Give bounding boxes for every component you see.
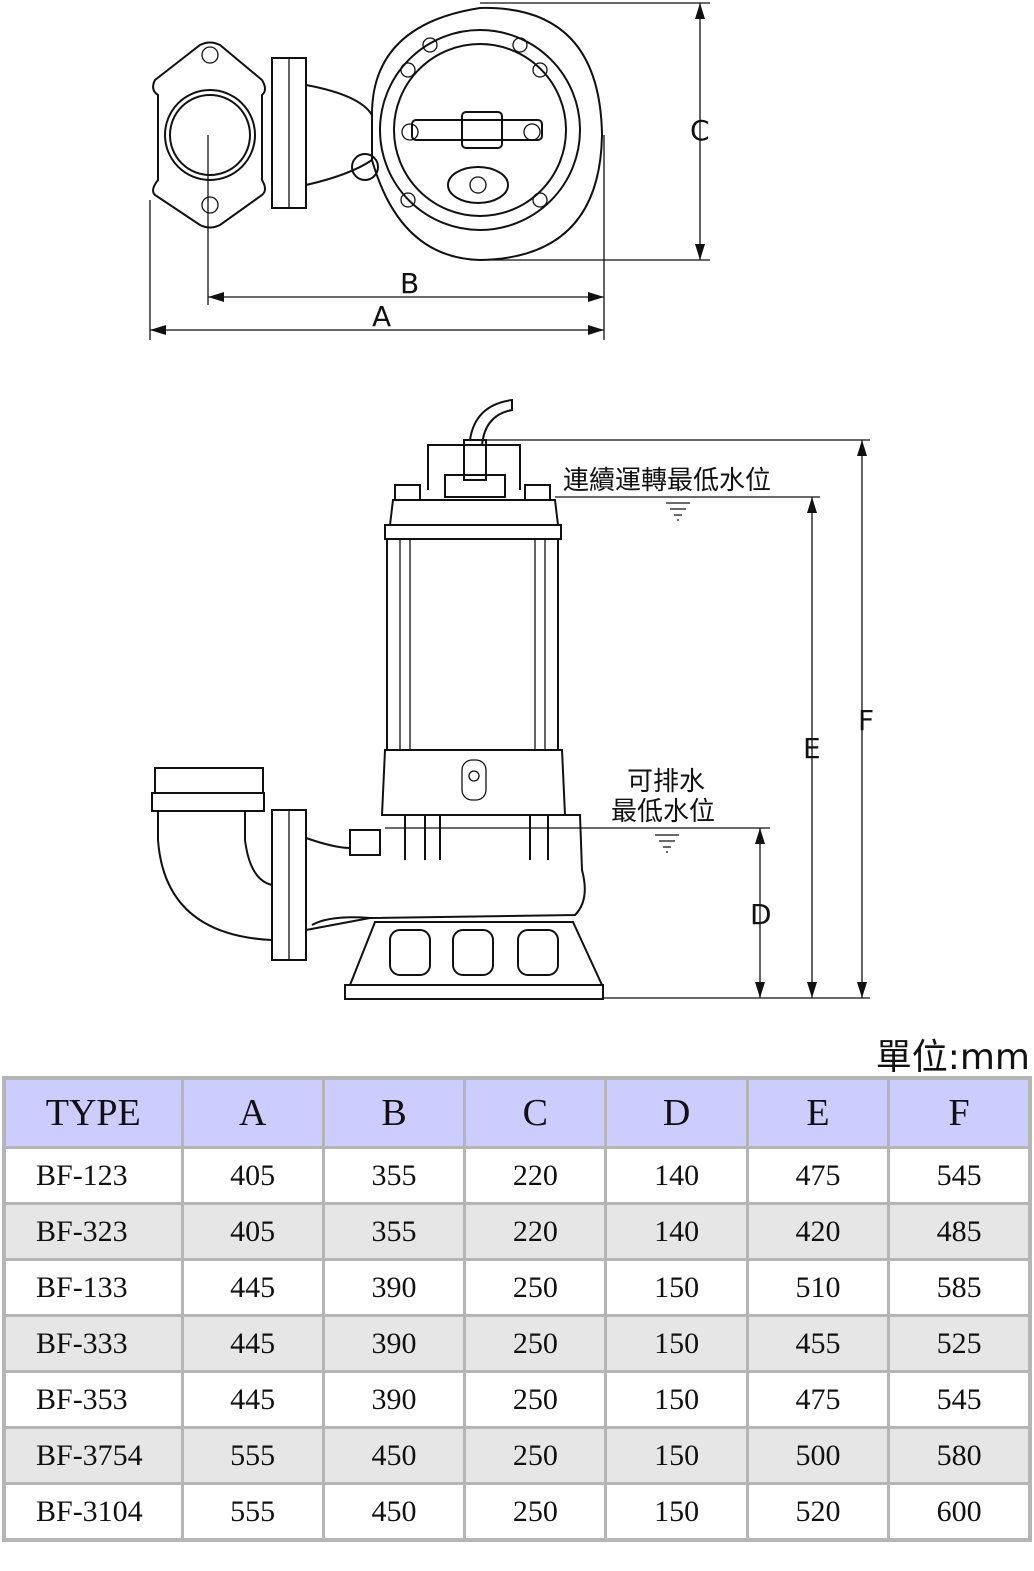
header-d: D — [604, 1076, 749, 1149]
cell-d: 150 — [604, 1314, 749, 1373]
cell-d: 140 — [604, 1146, 749, 1205]
dim-label-a: A — [372, 300, 391, 333]
cell-a: 555 — [180, 1426, 325, 1485]
cell-b: 390 — [321, 1258, 467, 1317]
cell-a: 445 — [180, 1370, 325, 1429]
top-view: B A C — [149, 2, 710, 340]
cell-e: 510 — [745, 1258, 891, 1317]
cell-b: 355 — [321, 1202, 467, 1261]
dim-label-b: B — [400, 267, 419, 300]
cell-e: 520 — [745, 1482, 891, 1542]
cell-b: 355 — [321, 1146, 467, 1205]
cell-c: 250 — [463, 1258, 608, 1317]
cell-c: 220 — [463, 1146, 608, 1205]
cell-type: BF-353 — [2, 1370, 184, 1429]
cell-type: BF-133 — [2, 1258, 184, 1317]
cell-c: 250 — [463, 1482, 608, 1542]
header-e: E — [745, 1076, 891, 1149]
cell-b: 390 — [321, 1314, 467, 1373]
cell-type: BF-123 — [2, 1146, 184, 1205]
cell-f: 485 — [887, 1202, 1032, 1261]
cell-d: 150 — [604, 1370, 749, 1429]
cell-a: 555 — [180, 1482, 325, 1542]
cell-b: 390 — [321, 1370, 467, 1429]
header-a: A — [180, 1076, 325, 1149]
cell-c: 250 — [463, 1370, 608, 1429]
unit-label: 單位:mm — [875, 1037, 1030, 1078]
dim-label-c: C — [690, 114, 710, 147]
dim-label-f: F — [858, 704, 874, 737]
pump-drawing: B A C — [149, 2, 874, 1000]
cell-d: 150 — [604, 1426, 749, 1485]
cell-f: 580 — [887, 1426, 1032, 1485]
drain-min-water-level-line1: 可排水 — [627, 767, 705, 797]
cell-f: 600 — [887, 1482, 1032, 1542]
cell-e: 455 — [745, 1314, 891, 1373]
cell-d: 150 — [604, 1482, 749, 1542]
cell-f: 545 — [887, 1370, 1032, 1429]
cell-b: 450 — [321, 1426, 467, 1485]
cell-a: 405 — [180, 1202, 325, 1261]
cell-d: 150 — [604, 1258, 749, 1317]
header-b: B — [321, 1076, 467, 1149]
cell-type: BF-323 — [2, 1202, 184, 1261]
cell-f: 585 — [887, 1258, 1032, 1317]
cell-c: 250 — [463, 1426, 608, 1485]
cell-e: 475 — [745, 1146, 891, 1205]
cell-a: 445 — [180, 1314, 325, 1373]
cell-f: 525 — [887, 1314, 1032, 1373]
header-c: C — [463, 1076, 608, 1149]
dim-label-e: E — [803, 732, 821, 765]
drain-min-water-level-line2: 最低水位 — [611, 797, 715, 827]
cell-type: BF-3104 — [2, 1482, 184, 1542]
cell-e: 420 — [745, 1202, 891, 1261]
cell-a: 405 — [180, 1146, 325, 1205]
table-header-row: TYPE A B C D E F — [2, 1076, 1032, 1149]
cell-e: 475 — [745, 1370, 891, 1429]
header-type: TYPE — [2, 1076, 184, 1149]
cell-type: BF-3754 — [2, 1426, 184, 1485]
cell-b: 450 — [321, 1482, 467, 1542]
cell-c: 250 — [463, 1314, 608, 1373]
cell-c: 220 — [463, 1202, 608, 1261]
header-f: F — [887, 1076, 1032, 1149]
cell-e: 500 — [745, 1426, 891, 1485]
side-view: 連續運轉最低水位 可排水 最低水位 D E F — [151, 398, 874, 1000]
cell-a: 445 — [180, 1258, 325, 1317]
cell-f: 545 — [887, 1146, 1032, 1205]
continuous-min-water-level: 連續運轉最低水位 — [563, 466, 771, 496]
cell-d: 140 — [604, 1202, 749, 1261]
dim-label-d: D — [750, 898, 772, 931]
cell-type: BF-333 — [2, 1314, 184, 1373]
